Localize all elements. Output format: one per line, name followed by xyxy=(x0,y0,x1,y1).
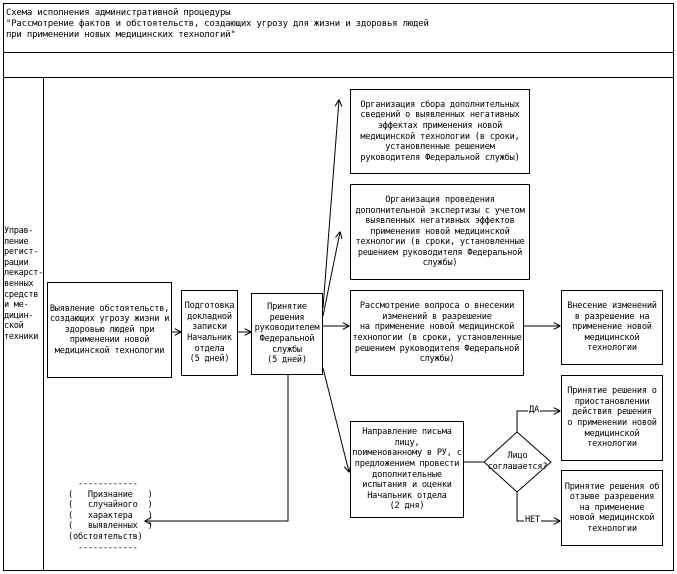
suspend-decision-box: Принятие решения о приостановлении дейст… xyxy=(561,375,663,461)
diamond-question: Лицо соглашается? xyxy=(487,451,548,472)
prepare-memo-box: Подготовка докладной записки Начальник о… xyxy=(181,290,238,376)
no-label: НЕТ xyxy=(524,515,541,526)
head-decision-box: Принятие решения руководителем Федеральн… xyxy=(251,293,323,375)
subheader-divider xyxy=(3,77,674,78)
side-column-divider xyxy=(43,77,44,571)
arrow-no-to-revoke xyxy=(516,492,560,521)
arrow-decision-to-expertise xyxy=(322,232,340,317)
arrow-decision-to-recognition xyxy=(145,372,289,521)
yes-label: ДА xyxy=(528,405,540,416)
arrow-decision-to-letter xyxy=(322,367,349,472)
outer-frame xyxy=(3,3,674,571)
additional-expertise-box: Организация проведения дополнительной эк… xyxy=(350,184,530,280)
identify-circumstances-box: Выявление обстоятельств, создающих угроз… xyxy=(47,282,172,378)
make-changes-box: Внесение изменений в разрешение на приме… xyxy=(561,290,663,365)
arrow-yes-to-suspend xyxy=(516,411,560,432)
collect-information-box: Организация сбора дополнительных сведени… xyxy=(350,89,530,174)
recognition-note: ------------ ( Признание ) ( случайного … xyxy=(68,479,153,553)
consider-changes-box: Рассмотрение вопроса о внесении изменени… xyxy=(350,290,524,376)
arrow-decision-to-collect xyxy=(322,100,339,309)
diagram-title: Схема исполнения административной процед… xyxy=(6,8,429,40)
responsible-unit-label: Управ- ление регист- рации лекарст- венн… xyxy=(4,226,43,342)
revoke-permission-box: Принятие решения об отзыве разрешения на… xyxy=(561,470,663,546)
send-letter-box: Направление письма лицу, поименованному … xyxy=(350,421,464,518)
header-divider xyxy=(3,52,674,53)
